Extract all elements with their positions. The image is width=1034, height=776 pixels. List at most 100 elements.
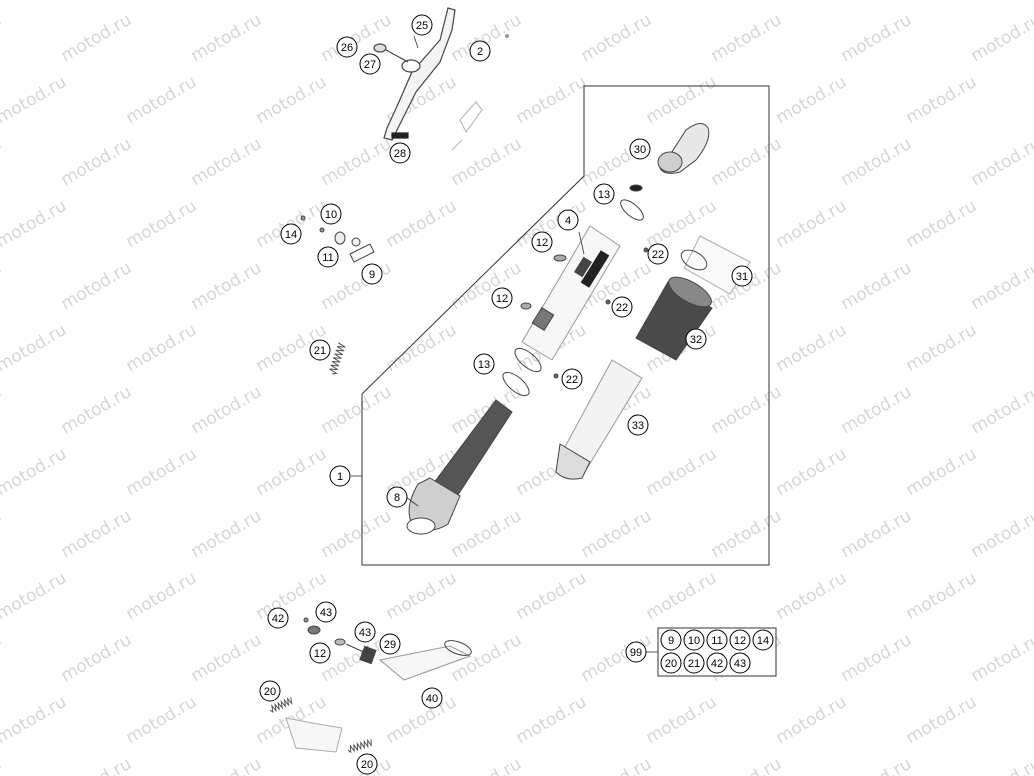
kit-item-14: 14 <box>752 629 774 651</box>
svg-text:42: 42 <box>711 658 723 670</box>
svg-text:12: 12 <box>536 237 548 249</box>
svg-text:4: 4 <box>565 215 571 227</box>
watermark-text: motod.ru <box>838 754 916 776</box>
watermark-text: motod.ru <box>188 630 266 686</box>
svg-text:12: 12 <box>496 293 508 305</box>
kit-item-12: 12 <box>729 629 751 651</box>
watermark-text: motod.ru <box>0 258 5 314</box>
watermark-text: motod.ru <box>903 692 981 748</box>
svg-text:42: 42 <box>272 613 284 625</box>
watermark-text: motod.ru <box>838 630 916 686</box>
callout-2: 2 <box>469 40 491 62</box>
watermark-text: motod.ru <box>0 320 70 376</box>
watermark-text: motod.ru <box>578 506 656 562</box>
watermark-text: motod.ru <box>968 630 1034 686</box>
callout-40: 40 <box>421 687 443 709</box>
watermark-text: motod.ru <box>513 692 591 748</box>
svg-text:32: 32 <box>690 334 702 346</box>
watermark-text: motod.ru <box>0 692 70 748</box>
svg-text:28: 28 <box>394 148 406 160</box>
callout-30: 30 <box>629 138 651 160</box>
watermark-text: motod.ru <box>513 0 591 4</box>
callout-43-a: 43 <box>315 601 337 623</box>
svg-text:29: 29 <box>384 639 396 651</box>
watermark-text: motod.ru <box>0 754 5 776</box>
watermark-text: motod.ru <box>838 134 916 190</box>
callout-20-a: 20 <box>259 680 281 702</box>
watermark-text: motod.ru <box>318 754 396 776</box>
callout-31: 31 <box>731 265 753 287</box>
callout-22-a: 22 <box>647 243 669 265</box>
watermark-text: motod.ru <box>643 0 721 4</box>
svg-text:33: 33 <box>632 420 644 432</box>
watermark-text: motod.ru <box>383 568 461 624</box>
watermark-text: motod.ru <box>643 692 721 748</box>
callout-9: 9 <box>361 263 383 285</box>
watermark-text: motod.ru <box>0 0 70 4</box>
watermark-text: motod.ru <box>188 134 266 190</box>
svg-text:20: 20 <box>361 759 373 771</box>
leader-lines <box>351 35 658 655</box>
watermark-text: motod.ru <box>903 568 981 624</box>
callout-12-b: 12 <box>491 287 513 309</box>
watermark-text: motod.ru <box>838 10 916 66</box>
bracket-group <box>373 7 509 151</box>
svg-text:25: 25 <box>416 20 428 32</box>
svg-text:26: 26 <box>341 42 353 54</box>
watermark-text: motod.ru <box>773 0 851 4</box>
watermark-text: motod.ru <box>968 134 1034 190</box>
callout-22-b: 22 <box>611 296 633 318</box>
callout-20-b: 20 <box>356 753 378 775</box>
watermark-text: motod.ru <box>0 382 5 438</box>
svg-text:43: 43 <box>320 607 332 619</box>
watermark-text: motod.ru <box>708 382 786 438</box>
watermark-text: motod.ru <box>253 72 331 128</box>
callout-13-b: 13 <box>473 353 495 375</box>
watermark-text: motod.ru <box>643 568 721 624</box>
watermark-text: motod.ru <box>773 196 851 252</box>
callout-14: 14 <box>280 223 302 245</box>
watermark-text: motod.ru <box>0 506 5 562</box>
watermark-text: motod.ru <box>773 72 851 128</box>
svg-text:8: 8 <box>394 492 400 504</box>
kit-item-21: 21 <box>683 652 705 674</box>
svg-text:11: 11 <box>322 252 333 264</box>
watermark-text: motod.ru <box>903 72 981 128</box>
callout-12-a: 12 <box>531 231 553 253</box>
watermark-text: motod.ru <box>383 320 461 376</box>
watermark-text: motod.ru <box>773 568 851 624</box>
watermark-text: motod.ru <box>578 754 656 776</box>
svg-text:20: 20 <box>665 658 677 670</box>
svg-text:22: 22 <box>566 374 578 386</box>
callout-21: 21 <box>309 339 331 361</box>
watermark-text: motod.ru <box>448 258 526 314</box>
watermark-text: motod.ru <box>58 630 136 686</box>
watermark-text: motod.ru <box>708 134 786 190</box>
watermark-text: motod.ru <box>903 320 981 376</box>
svg-text:2: 2 <box>477 46 483 58</box>
watermark-text: motod.ru <box>968 506 1034 562</box>
mount-hardware <box>300 215 375 263</box>
watermark-text: motod.ru <box>903 444 981 500</box>
svg-text:27: 27 <box>364 59 376 71</box>
assembly-frame <box>361 85 770 566</box>
svg-text:22: 22 <box>652 249 664 261</box>
watermark-text: motod.ru <box>968 382 1034 438</box>
svg-text:10: 10 <box>325 209 337 221</box>
watermark-text: motod.ru <box>188 506 266 562</box>
watermark-text: motod.ru <box>318 134 396 190</box>
watermark-text: motod.ru <box>383 0 461 4</box>
watermark-text: motod.ru <box>838 258 916 314</box>
watermark-text: motod.ru <box>188 10 266 66</box>
watermark-text: motod.ru <box>838 506 916 562</box>
watermark-text: motod.ru <box>383 692 461 748</box>
watermark-text: motod.ru <box>578 10 656 66</box>
callout-11: 11 <box>317 246 339 268</box>
watermark-text: motod.ru <box>708 754 786 776</box>
watermark-text: motod.ru <box>708 506 786 562</box>
watermark-text: motod.ru <box>513 72 591 128</box>
svg-text:12: 12 <box>314 648 326 660</box>
watermark-text: motod.ru <box>513 568 591 624</box>
